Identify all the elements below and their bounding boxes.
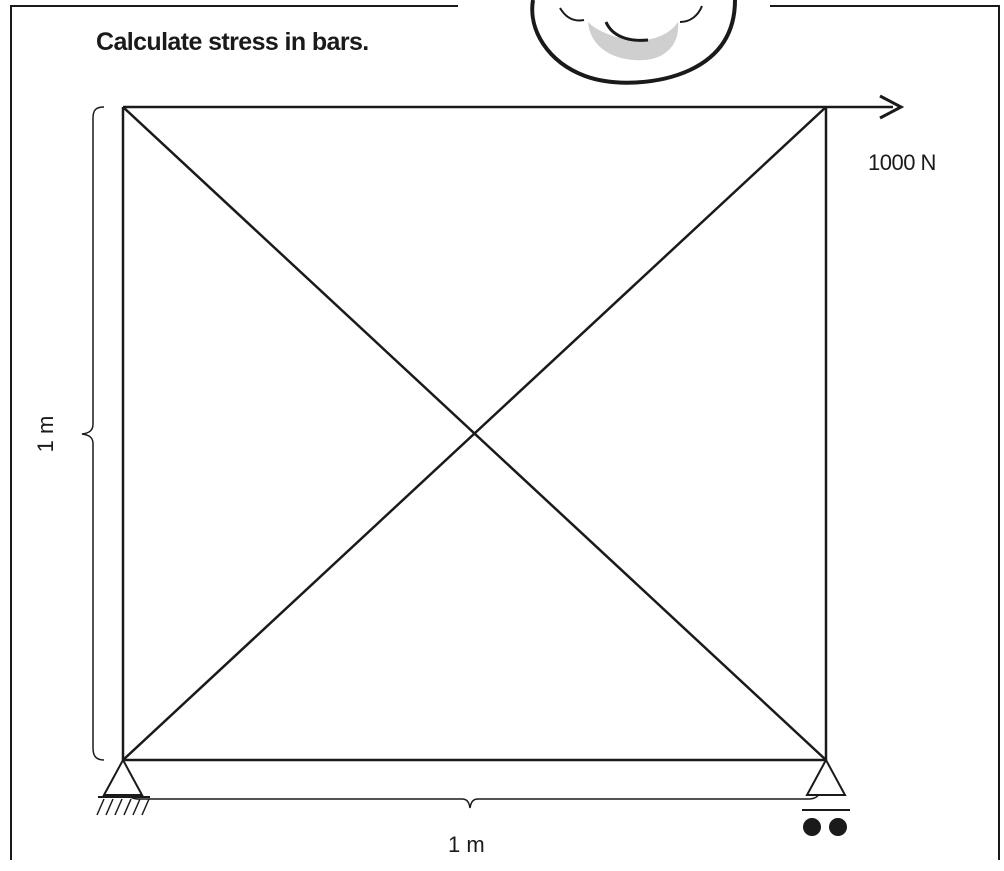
height-dimension-label: 1 m: [33, 415, 58, 453]
load-label: 1000 N: [868, 150, 936, 175]
height-dimension-bracket: [81, 106, 105, 761]
bar-diagonal-up: [122, 106, 827, 761]
pin-support-icon: [96, 757, 150, 816]
arrow-right-icon: [826, 94, 905, 120]
slide-border: [10, 5, 1000, 860]
width-dimension-label: 1 m: [448, 832, 485, 857]
width-dimension-bracket: [126, 788, 821, 809]
roller-support-icon: [802, 757, 850, 836]
page-title: Calculate stress in bars.: [96, 28, 369, 56]
truss-members: [121, 105, 828, 762]
cartoon-face-icon: [530, 0, 737, 85]
